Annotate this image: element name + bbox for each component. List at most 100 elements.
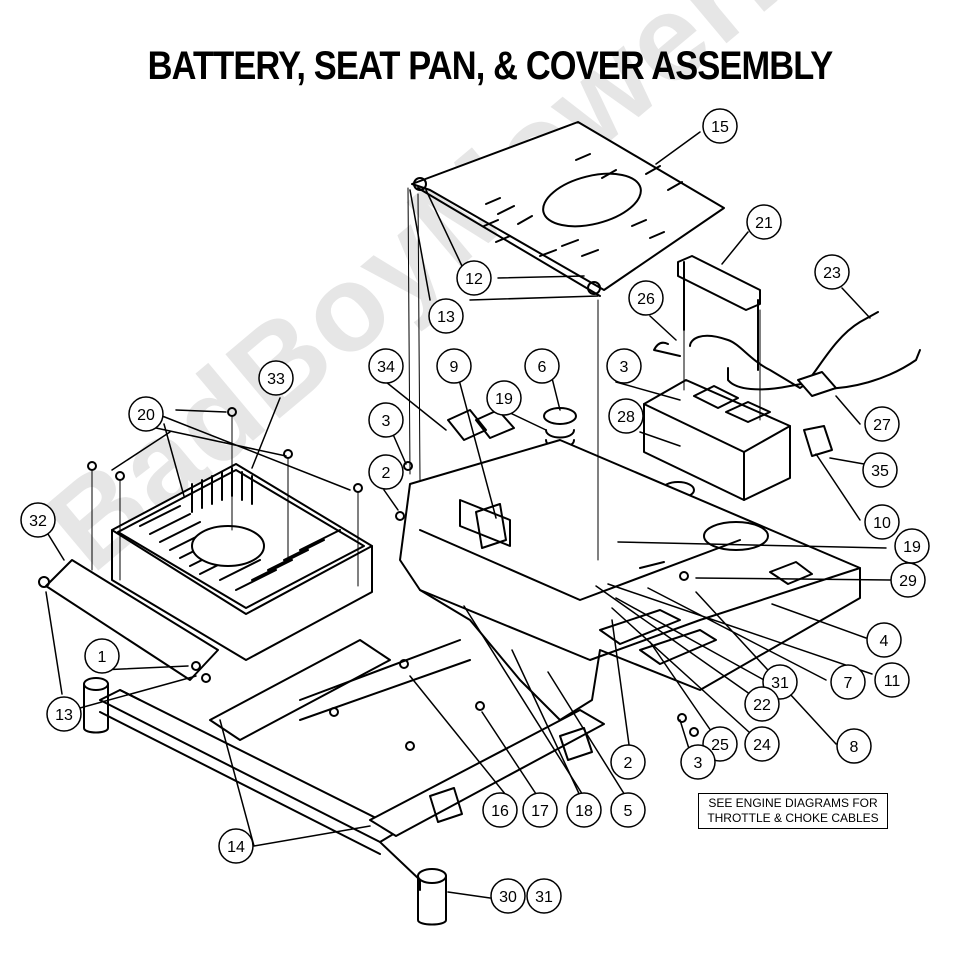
seat-pan [411,121,725,297]
callout-number: 33 [267,371,285,388]
note-line-2: THROTTLE & CHOKE CABLES [707,811,879,825]
callout-number: 6 [538,359,547,376]
page-title: BATTERY, SEAT PAN, & COVER ASSEMBLY [147,44,834,88]
callout-24: 24 [744,726,780,762]
callout-bubble [84,638,120,674]
callout-4: 4 [866,622,902,658]
leader-lines [45,131,893,899]
callout-number: 3 [620,359,629,376]
callout-number: 17 [531,803,549,820]
engine-diagram-note: SEE ENGINE DIAGRAMS FOR THROTTLE & CHOKE… [698,793,888,829]
callout-number: 27 [873,417,891,434]
callout-bubble [864,406,900,442]
callout-bubble [436,348,472,384]
callout-bubble [874,662,910,698]
callout-number: 10 [873,515,891,532]
callout-number: 31 [771,675,789,692]
callout-bubble [866,622,902,658]
battery-hold-down [677,255,761,371]
callout-3: 3 [680,744,716,780]
callout-number: 34 [377,359,395,376]
callout-bubble [486,380,522,416]
battery-cables [689,311,921,397]
callout-bubble [864,504,900,540]
lower-frame [83,639,605,926]
callout-number: 8 [850,739,859,756]
callout-bubble [744,686,780,722]
callout-bubble [606,348,642,384]
callout-number: 31 [535,889,553,906]
callout-bubble [746,204,782,240]
callout-10: 10 [864,504,900,540]
callout-bubble [702,108,738,144]
callout-bubble [628,280,664,316]
callout-bubble [490,878,526,914]
callout-number: 20 [137,407,155,424]
assembly-lines [91,187,761,587]
callout-number: 29 [899,573,917,590]
callout-26: 26 [628,280,664,316]
callout-bubble [482,792,518,828]
callout-number: 2 [624,755,633,772]
callout-bubble [566,792,602,828]
callout-bubble [20,502,56,538]
callout-number: 22 [753,697,771,714]
callout-bubble [836,728,872,764]
callout-number: 23 [823,265,841,282]
callout-12: 12 [456,260,492,296]
callout-bubble [680,744,716,780]
callout-number: 26 [637,291,655,308]
callout-30: 30 [490,878,526,914]
callout-bubble [862,452,898,488]
callout-bubble [428,298,464,334]
callout-15: 15 [702,108,738,144]
callout-bubble [368,402,404,438]
callout-number: 1 [98,649,107,666]
callout-number: 32 [29,513,47,530]
callout-number: 13 [437,309,455,326]
callout-bubble [814,254,850,290]
callout-13: 13 [428,298,464,334]
callout-bubble [890,562,926,598]
callout-20: 20 [128,396,164,432]
callout-bubble [46,696,82,732]
callout-number: 13 [55,707,73,724]
callout-14: 14 [218,828,254,864]
battery-cover [111,463,373,661]
callout-number: 25 [711,737,729,754]
callout-number: 5 [624,803,633,820]
callout-9: 9 [436,348,472,384]
callout-bubble [456,260,492,296]
callout-33: 33 [258,360,294,396]
callout-bubble [526,878,562,914]
callout-21: 21 [746,204,782,240]
callout-number: 30 [499,889,517,906]
callout-2: 2 [610,744,646,780]
callout-number: 12 [465,271,483,288]
callout-19: 19 [486,380,522,416]
callout-bubble [218,828,254,864]
callout-bubble [258,360,294,396]
callout-19: 19 [894,528,930,564]
callout-bubble [610,744,646,780]
callout-bubble [608,398,644,434]
callout-number: 19 [495,391,513,408]
callout-bubble [610,792,646,828]
callout-number: 19 [903,539,921,556]
battery [643,379,791,501]
callout-29: 29 [890,562,926,598]
callout-bubble [368,454,404,490]
callout-32: 32 [20,502,56,538]
callout-number: 16 [491,803,509,820]
callout-number: 28 [617,409,635,426]
callout-number: 4 [880,633,889,650]
callout-22: 22 [744,686,780,722]
callout-31: 31 [526,878,562,914]
callout-8: 8 [836,728,872,764]
callout-number: 2 [382,465,391,482]
callout-5: 5 [610,792,646,828]
callout-number: 3 [382,413,391,430]
callout-bubble [128,396,164,432]
callout-13: 13 [46,696,82,732]
